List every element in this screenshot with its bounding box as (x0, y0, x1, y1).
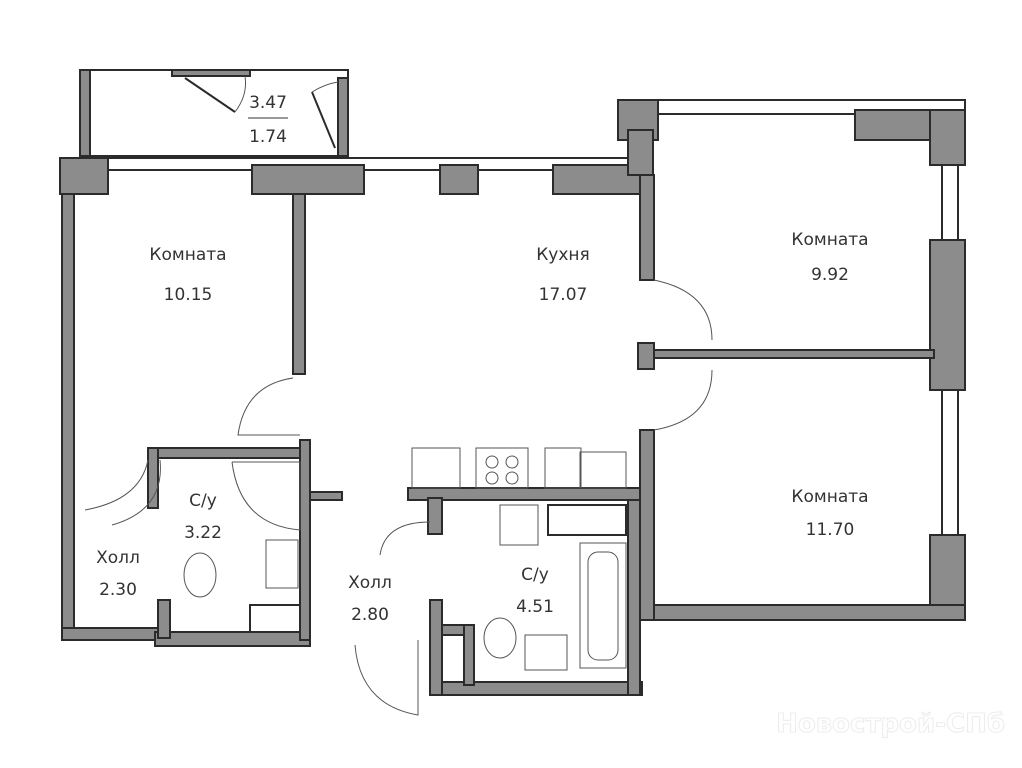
room-area: 4.51 (516, 597, 554, 617)
room-area: 9.92 (811, 265, 849, 285)
room-name: Комната (149, 245, 226, 265)
watermark: Новострой-СПб (776, 709, 1005, 739)
room-name: С/у (521, 565, 549, 585)
doors (84, 279, 713, 716)
balcony-label: 3.47 1.74 (248, 93, 288, 147)
room-name: Кухня (536, 245, 590, 265)
exterior-walls (59, 99, 966, 647)
room-name: С/у (189, 491, 217, 511)
room-area: 3.22 (184, 523, 222, 543)
room-name: Холл (348, 573, 392, 593)
interior-walls (147, 174, 935, 696)
room-area: 2.80 (351, 605, 389, 625)
room-area: 11.70 (806, 520, 855, 540)
room-area: 10.15 (164, 285, 213, 305)
room-name: Комната (791, 230, 868, 250)
room-area: 17.07 (539, 285, 588, 305)
balcony-area-total: 3.47 (249, 93, 287, 113)
balcony (79, 69, 349, 157)
fixtures (183, 447, 627, 671)
room-name: Холл (96, 548, 140, 568)
room-name: Комната (791, 487, 868, 507)
balcony-area-reduced: 1.74 (249, 127, 287, 147)
room-area: 2.30 (99, 580, 137, 600)
room-labels: Комната 10.15 Кухня 17.07 Комната 9.92 К… (96, 230, 868, 625)
